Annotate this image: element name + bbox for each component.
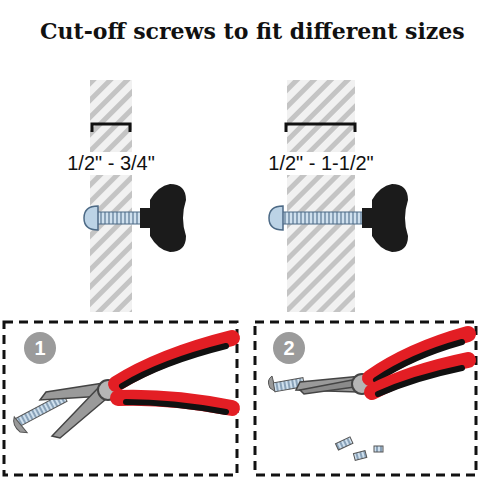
- dimension-label: 1/2" - 1-1/2": [265, 152, 376, 175]
- callout-number: 2: [283, 337, 294, 360]
- callout-circle: 2: [272, 331, 306, 365]
- screw-and-knob: [84, 184, 186, 252]
- dimension-bracket: [286, 124, 355, 132]
- screw-and-knob: [269, 184, 408, 252]
- callout-circle: 1: [23, 331, 57, 365]
- title: Cut-off screws to fit different sizes: [40, 18, 465, 44]
- thin-panel: [90, 80, 132, 312]
- step-panel: [4, 322, 237, 475]
- callout-number: 1: [34, 337, 45, 360]
- dimension-bracket: [92, 124, 130, 132]
- step-panel: [255, 322, 476, 475]
- thick-panel: [287, 80, 355, 312]
- callout-circle-fill: [24, 332, 56, 364]
- callout-circle-fill: [273, 332, 305, 364]
- dimension-label: 1/2" - 3/4": [64, 152, 158, 175]
